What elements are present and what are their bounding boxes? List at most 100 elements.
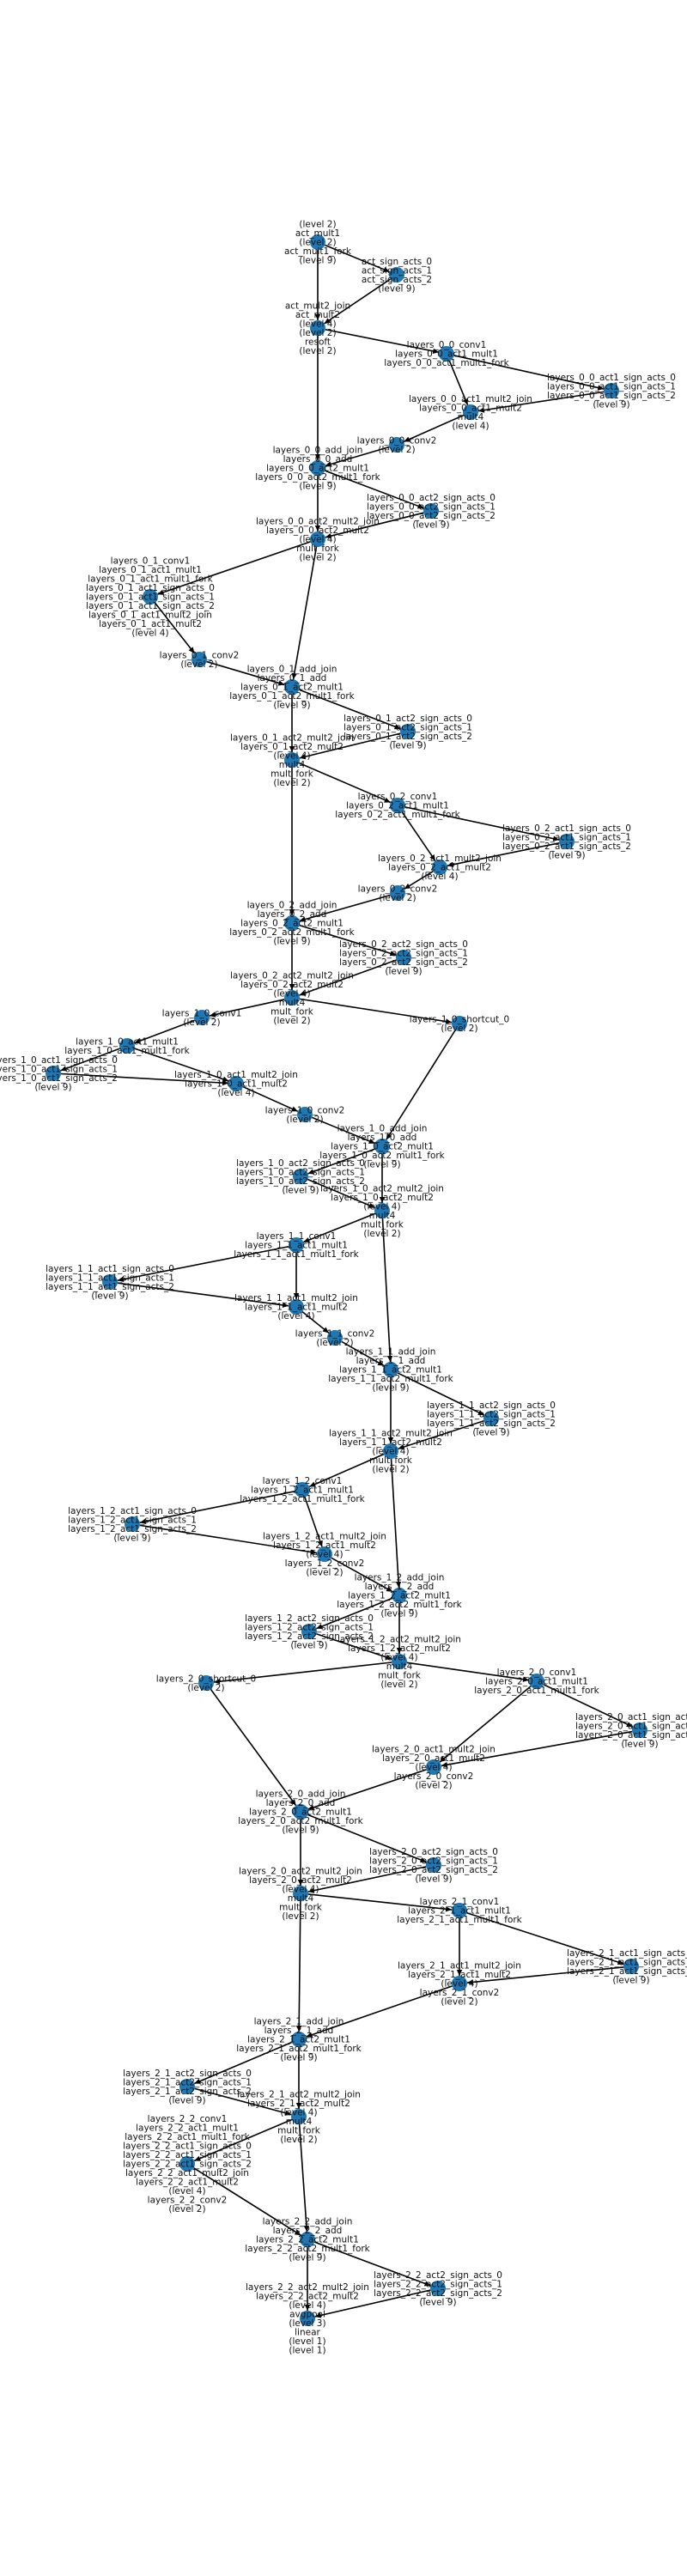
arrowhead-l11_act2_sign-to-l11_act2_mult2 xyxy=(398,1444,405,1450)
node-l12_conv1 xyxy=(295,1482,310,1498)
node-l11_conv2 xyxy=(327,1330,343,1346)
node-label-line: act_mult1 xyxy=(295,228,340,239)
node-label-l02_conv2: layers_0_2_conv2(level 2) xyxy=(358,884,438,903)
edge-l20_act2_sign-to-l20_act2_mult2 xyxy=(307,1866,427,1893)
node-l10_act2_sign xyxy=(293,1169,308,1184)
edge-l12_act1_sign-to-l12_act1_mult2 xyxy=(139,1524,318,1554)
arrowhead-l21_act2_mult2-to-l22_conv1 xyxy=(194,2155,201,2161)
node-label-line: layers_2_2_act2_sign_acts_2 xyxy=(374,2288,502,2299)
edge-l10_act2_mult2-to-l11_conv1 xyxy=(303,1212,375,1243)
node-label-line: layers_2_0_act1_mult2_join xyxy=(372,1745,495,1755)
node-root xyxy=(310,234,325,250)
edge-l21_act2_mult2-to-l22_add xyxy=(298,2123,308,2233)
edge-l00_act2_mult2-to-l01_add xyxy=(292,546,318,680)
node-l21_act2_mult2 xyxy=(291,2109,307,2124)
arrowhead-l10_conv1-to-l10_act1_mult1 xyxy=(134,1038,142,1044)
arrowhead-l12_conv1-to-l12_act1_sign xyxy=(139,1518,147,1524)
edge-l00_act2_mult2-to-l01_conv1 xyxy=(157,541,311,595)
node-l10_act1_mult2 xyxy=(228,1076,244,1091)
node-act_mult2 xyxy=(310,320,325,336)
node-label-line: (level 2) xyxy=(316,1338,353,1348)
node-label-line: layers_0_1_conv1 xyxy=(111,556,191,567)
node-label-line: layers_2_0_add_join xyxy=(256,1789,346,1800)
arrowhead-l12_act2_mult2-to-l20_conv1 xyxy=(522,1676,530,1682)
node-label-line: layers_1_0_act2_mult2 xyxy=(331,1193,434,1203)
node-label-line: layers_0_0_add_join xyxy=(273,446,363,456)
node-label-line: layers_0_1_act2_mult1_fork xyxy=(229,691,355,702)
node-label-line: layers_1_1_act1_mult1 xyxy=(245,1241,348,1251)
node-label-line: (level 9) xyxy=(113,1533,150,1543)
node-label-line: (level 2) xyxy=(299,553,336,563)
node-l21_act1_mult2 xyxy=(452,1976,467,1991)
node-label-line: layers_1_1_conv1 xyxy=(257,1231,337,1242)
node-l02_act2_mult2 xyxy=(284,990,300,1005)
node-label-line: layers_2_0_act1_mult2 xyxy=(382,1753,485,1764)
node-label-line: (level 2) xyxy=(299,346,336,356)
node-label-line: layers_0_0_act2_sign_acts_0 xyxy=(367,493,495,503)
edge-l21_act2_sign-to-l21_act2_mult2 xyxy=(194,2087,292,2116)
node-label-line: mult_fork xyxy=(378,1670,422,1680)
node-label-line: layers_1_0_act2_sign_acts_1 xyxy=(236,1167,365,1177)
edge-root-to-act_sign xyxy=(325,244,390,273)
node-l02_act2_sign xyxy=(396,950,411,965)
edge-l02_conv2-to-l02_add xyxy=(299,894,391,922)
node-label-line: layers_0_2_conv1 xyxy=(358,792,438,802)
edge-l10_act1_sign-to-l10_act1_mult2 xyxy=(60,1072,229,1084)
edge-l00_act1_mult2-to-l00_conv2 xyxy=(403,414,465,443)
node-label-line: (level 2) xyxy=(273,1016,310,1026)
node-label-line: layers_0_2_act1_mult1 xyxy=(346,801,449,811)
arrowhead-l20_conv1-to-l20_act1_sign xyxy=(626,1722,633,1728)
node-l10_act1_sign xyxy=(46,1066,61,1081)
arrowhead-l20_act2_sign-to-l20_act2_mult2 xyxy=(307,1887,315,1893)
arrowhead-l01_act2_sign-to-l01_act2_mult2 xyxy=(299,754,307,760)
arrowhead-l02_add-to-l02_act2_mult2 xyxy=(289,984,295,990)
edge-l10_act1_mult2-to-l10_conv2 xyxy=(242,1085,299,1113)
node-label-l20_shortcut: layers_2_0_shortcut_0(level 2) xyxy=(156,1674,256,1693)
edge-l01_act2_mult2-to-l02_conv1 xyxy=(298,762,392,804)
node-label-line: (level 9) xyxy=(372,1383,409,1394)
node-label-line: layers_0_2_act2_mult2_join xyxy=(230,970,354,981)
node-label-line: layers_1_2_act2_sign_acts_2 xyxy=(245,1631,374,1642)
edge-l20_shortcut-to-l20_add xyxy=(210,1688,297,1807)
arrowhead-l10_shortcut-to-l10_add xyxy=(386,1133,392,1140)
arrowhead-l00_add-to-l00_act2_mult2 xyxy=(314,526,321,532)
edge-l00_act1_sign-to-l00_act1_mult2 xyxy=(477,391,605,412)
arrowhead-l11_conv2-to-l11_add xyxy=(377,1360,385,1366)
node-label-line: layers_0_0_act1_sign_acts_2 xyxy=(547,391,676,401)
node-label-line: layers_0_1_act1_sign_acts_1 xyxy=(86,592,215,603)
node-label-line: (level 9) xyxy=(415,1874,452,1884)
node-label-line: layers_2_0_act2_sign_acts_2 xyxy=(369,1865,498,1875)
node-label-line: layers_2_0_act1_mult1 xyxy=(485,1677,588,1687)
arrowhead-l20_conv1-to-l20_act1_mult2 xyxy=(439,1756,447,1763)
edge-l20_add-to-l20_act2_sign xyxy=(307,1814,427,1863)
node-l10_conv2 xyxy=(297,1107,313,1122)
node-l00_act1_sign xyxy=(604,383,619,398)
node-l00_act2_sign xyxy=(423,503,439,519)
arrowhead-l21_act2_mult2-to-l22_add xyxy=(303,2225,310,2233)
node-l11_act1_sign xyxy=(102,1274,118,1290)
node-label-line: layers_0_1_add xyxy=(258,673,327,683)
node-label-line: layers_0_0_act1_mult1_fork xyxy=(384,358,509,368)
graph-labels: (level 2)act_mult1(level 2)act_mult1_for… xyxy=(0,220,687,2356)
node-label-line: layers_2_0_act1_sign_acts_2 xyxy=(575,1730,687,1741)
node-label-line: (level 9) xyxy=(472,1427,509,1437)
node-label-line: layers_0_2_add xyxy=(258,909,327,920)
node-label-line: (level 2) xyxy=(282,1911,319,1922)
node-l12_act1_sign xyxy=(125,1516,140,1532)
node-label-line: layers_2_2_add_join xyxy=(263,2217,353,2227)
node-l22_act2_mult2 xyxy=(300,2311,315,2326)
node-l00_act1_mult2 xyxy=(463,404,478,420)
node-label-line: (level 9) xyxy=(363,1160,400,1170)
